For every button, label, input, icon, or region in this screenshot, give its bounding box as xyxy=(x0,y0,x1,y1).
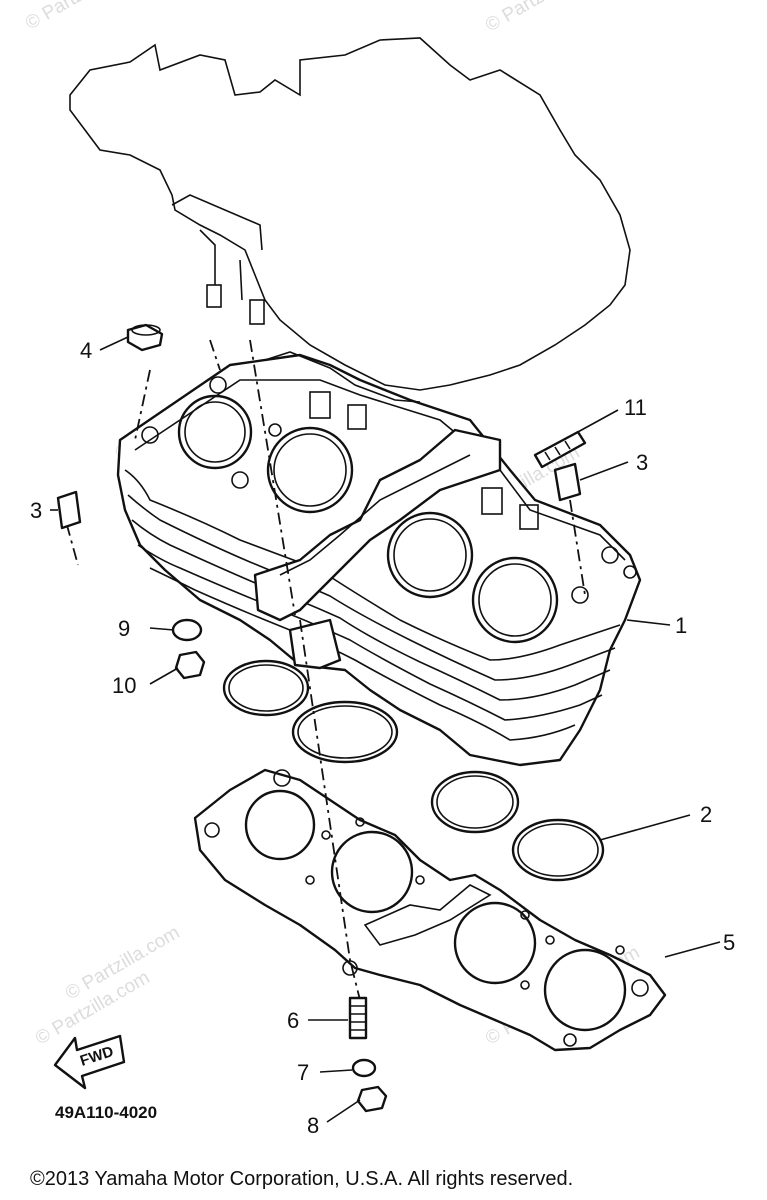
watermark: © Partzilla.com xyxy=(22,0,143,34)
copyright-notice: ©2013 Yamaha Motor Corporation, U.S.A. A… xyxy=(30,1168,573,1190)
dowel-pin-right xyxy=(553,462,582,502)
cylinder-block xyxy=(116,351,642,767)
callout-5: 5 xyxy=(723,930,735,955)
watermark: © Partzilla.com xyxy=(482,0,603,36)
callout-10: 10 xyxy=(112,673,136,698)
assembly-centerline xyxy=(134,339,221,441)
callout-11: 11 xyxy=(624,395,647,420)
callout-8: 8 xyxy=(307,1113,319,1138)
lower-stud xyxy=(348,996,368,1040)
diagram-code: 49A110-4020 xyxy=(55,1103,157,1122)
callout-1: 1 xyxy=(675,613,687,638)
lower-washer xyxy=(351,1058,377,1078)
callout-3-right: 3 xyxy=(636,450,648,475)
callout-2: 2 xyxy=(700,802,712,827)
forward-arrow-icon: FWD xyxy=(53,1034,126,1090)
lower-nut xyxy=(356,1085,388,1113)
callout-4: 4 xyxy=(80,338,92,363)
washer-part xyxy=(171,618,203,642)
callout-6: 6 xyxy=(287,1008,299,1033)
crankcase-outline xyxy=(69,37,631,391)
callout-3-left: 3 xyxy=(30,498,42,523)
cylinder-gasket xyxy=(193,768,667,1052)
grommet-part xyxy=(126,323,164,352)
callout-9: 9 xyxy=(118,616,130,641)
dowel-pin-left xyxy=(56,490,82,530)
assembly-centerline xyxy=(249,339,361,1001)
callouts: 4 3 3 11 1 9 10 2 5 6 7 8 xyxy=(30,338,735,1138)
callout-7: 7 xyxy=(297,1060,309,1085)
o-rings xyxy=(222,659,605,882)
nut-part xyxy=(174,650,206,680)
leader-lines xyxy=(50,336,721,1123)
